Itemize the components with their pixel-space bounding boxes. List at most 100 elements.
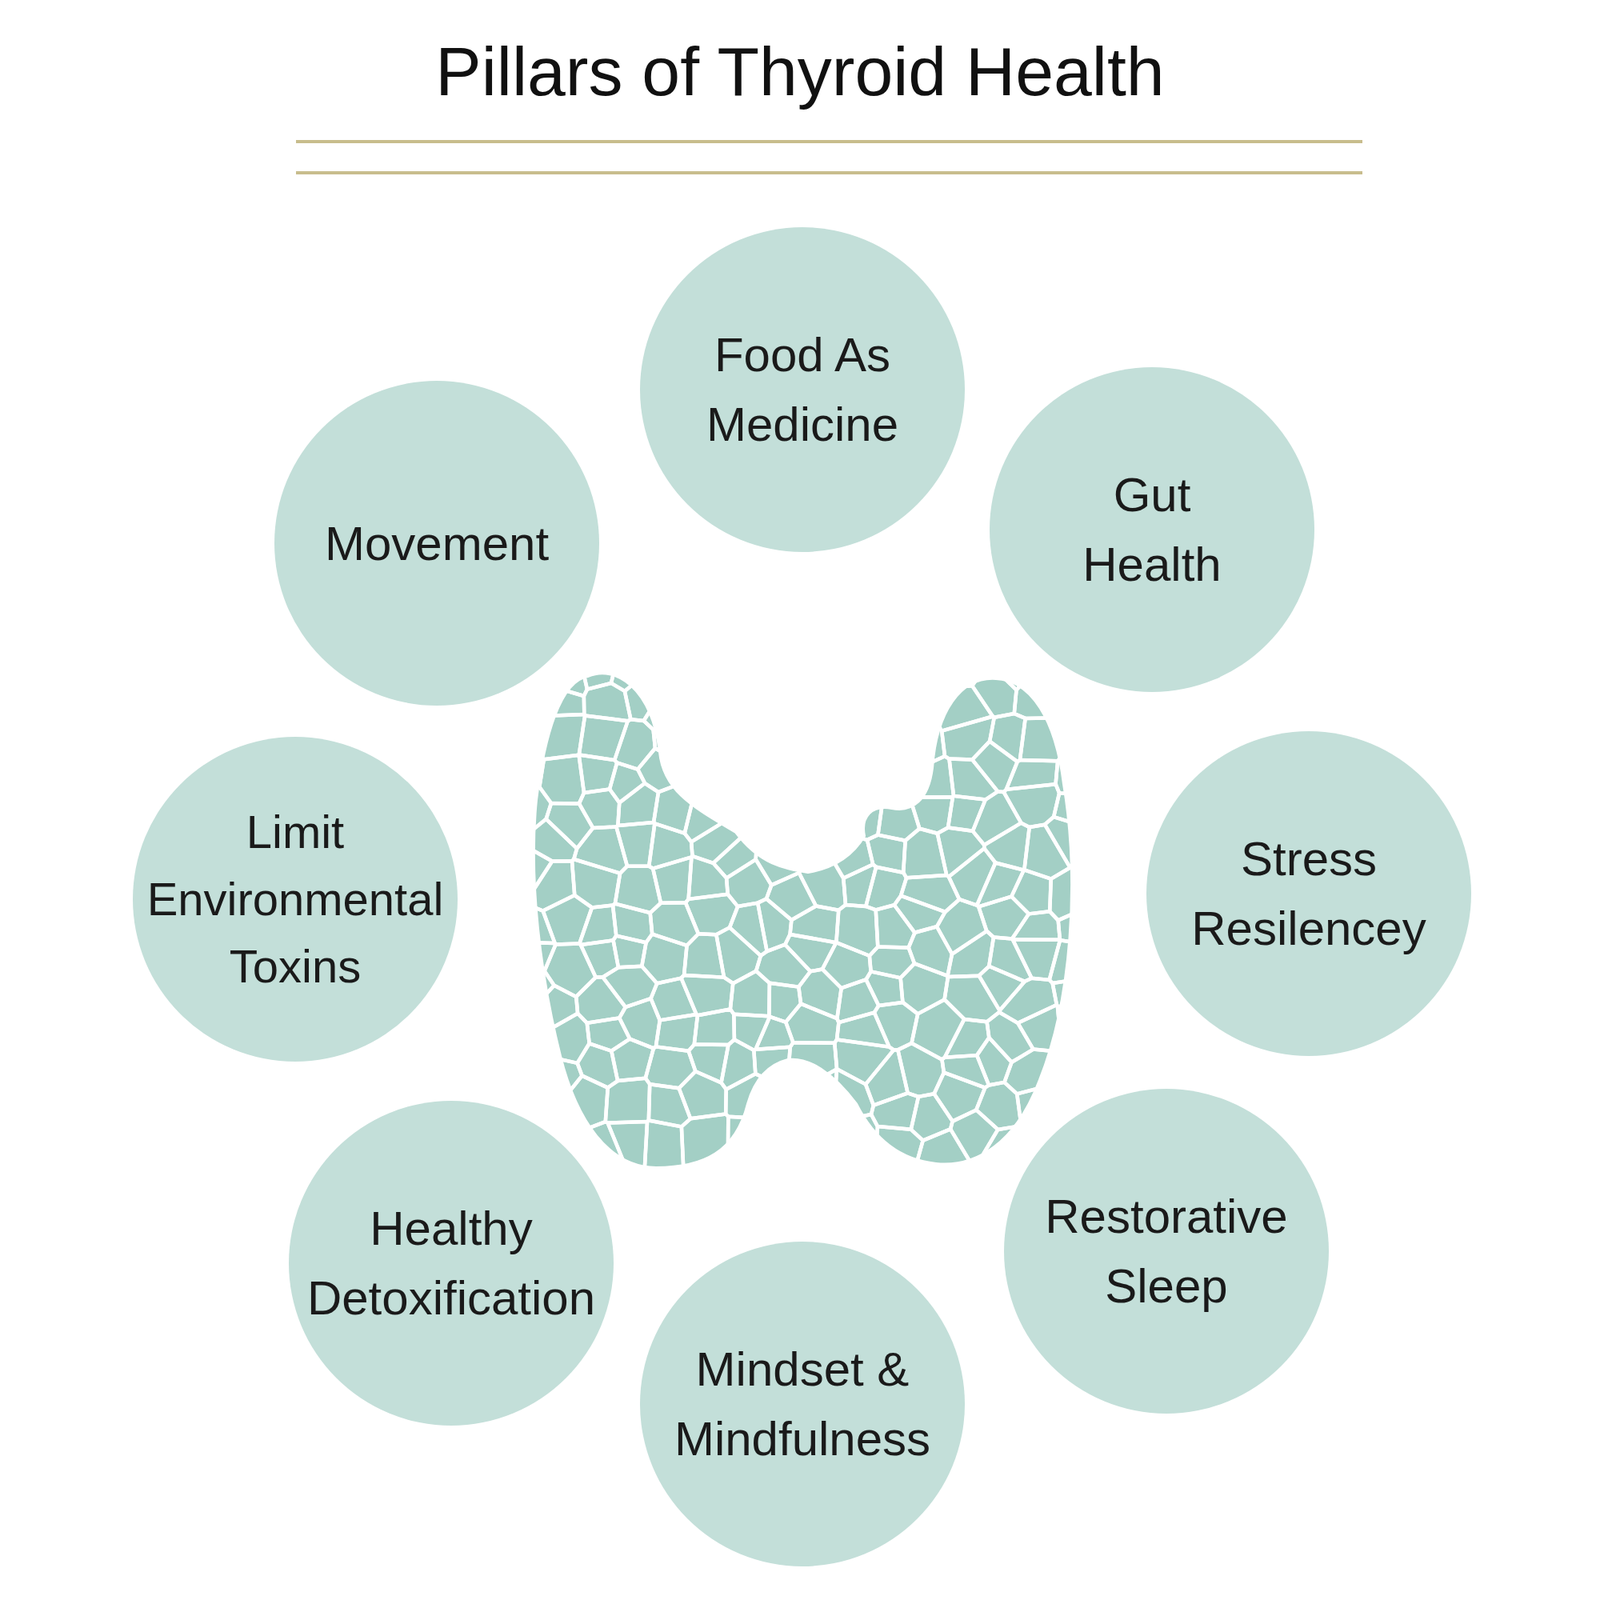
thyroid-lobule xyxy=(681,1113,728,1184)
thyroid-lobule xyxy=(1016,1083,1060,1126)
thyroid-lobule xyxy=(721,681,772,726)
pillar-circle: Food As Medicine xyxy=(640,227,965,552)
thyroid-lobule xyxy=(1014,675,1059,718)
pillar-circle: Restorative Sleep xyxy=(1004,1088,1329,1414)
thyroid-lobule xyxy=(1017,1004,1062,1052)
label-group: Movement xyxy=(324,508,549,579)
thyroid-lobule xyxy=(725,1073,786,1119)
divider-line xyxy=(296,171,1363,175)
pillar-label: Limit Environmental Toxins xyxy=(147,798,444,1000)
thyroid-lobule xyxy=(908,656,948,684)
thyroid-lobule xyxy=(512,1017,552,1067)
thyroid-lobule xyxy=(792,656,839,688)
thyroid-lobule xyxy=(792,719,836,762)
circle-fill xyxy=(274,380,600,706)
thyroid-lobule xyxy=(878,668,915,720)
thyroid-lobule xyxy=(614,719,656,769)
title-row: Pillars of Thyroid Health xyxy=(0,30,1600,113)
thyroid-lobule xyxy=(1053,792,1088,828)
thyroid-lobule xyxy=(1011,869,1051,914)
thyroid-lobule xyxy=(512,712,540,756)
pillar-circle: Gut Health xyxy=(989,367,1315,692)
thyroid-lobule xyxy=(796,1068,837,1121)
thyroid-lobule xyxy=(1057,1006,1088,1048)
thyroid-lobule xyxy=(680,756,725,802)
thyroid-lobule xyxy=(756,833,804,886)
label-group: Healthy Detoxification xyxy=(307,1193,596,1333)
thyroid-lobule xyxy=(866,971,904,1006)
thyroid-lobule xyxy=(608,1121,648,1184)
thyroid-lobule xyxy=(865,656,909,683)
thyroid-lobule xyxy=(753,1047,790,1088)
thyroid-lobules xyxy=(512,656,1088,1184)
circle-fill xyxy=(640,1241,965,1567)
thyroid-lobule xyxy=(912,999,965,1060)
thyroid-lobule xyxy=(728,1116,772,1184)
pillar-label: Mindset & Mindfulness xyxy=(670,1334,935,1474)
thyroid-lobule xyxy=(679,1071,727,1119)
thyroid-lobule xyxy=(763,710,814,760)
thyroid-lobule xyxy=(836,904,878,956)
label-group: Limit Environmental Toxins xyxy=(147,798,444,1000)
title-text: Pillars of Thyroid Health xyxy=(435,30,1164,113)
thyroid-lobule xyxy=(650,656,700,696)
thyroid-lobule xyxy=(1012,911,1060,940)
thyroid-lobule xyxy=(972,741,1017,792)
thyroid-lobule xyxy=(688,856,728,900)
thyroid-lobule xyxy=(644,1120,685,1184)
circle-fill xyxy=(989,367,1315,692)
thyroid-lobule xyxy=(867,835,906,873)
thyroid-lobule xyxy=(512,787,552,832)
circle-outline xyxy=(1004,1088,1329,1414)
pillar-label: Movement xyxy=(324,508,549,579)
thyroid-lobule xyxy=(947,656,990,688)
thyroid-lobule xyxy=(719,795,759,836)
thyroid-lobule xyxy=(1049,867,1088,920)
thyroid-lobule xyxy=(822,712,876,760)
circle-fill xyxy=(1004,1088,1329,1414)
thyroid-lobule xyxy=(787,1042,837,1092)
thyroid-lobule xyxy=(788,789,840,829)
thyroid-lobule xyxy=(784,934,836,972)
thyroid-lobule xyxy=(837,786,884,840)
thyroid-lobule xyxy=(653,725,690,767)
pillar-label: Restorative Sleep xyxy=(1044,1181,1288,1321)
thyroid-lobule xyxy=(757,794,795,836)
thyroid-lobule xyxy=(949,759,999,800)
thyroid-lobule xyxy=(974,1126,1028,1184)
thyroid-lobule xyxy=(637,748,687,792)
thyroid-lobule xyxy=(719,722,768,763)
thyroid-lobule xyxy=(512,849,552,904)
divider-line xyxy=(296,140,1363,144)
thyroid-lobule xyxy=(804,668,844,720)
thyroid-lobule xyxy=(524,860,575,911)
label-group: Stress Resilencey xyxy=(1191,824,1426,964)
thyroid-lobule xyxy=(694,1008,735,1044)
pillar-label: Food As Medicine xyxy=(706,320,899,460)
thyroid-lobule xyxy=(583,1121,633,1184)
thyroid-lobule xyxy=(752,1133,812,1184)
circle-fill xyxy=(640,227,965,552)
circle-outline xyxy=(288,1100,614,1426)
thyroid-lobule xyxy=(605,1078,650,1124)
thyroid-lobule xyxy=(1004,1049,1058,1095)
thyroid-lobule xyxy=(756,754,799,796)
thyroid-lobule xyxy=(579,789,620,828)
thyroid-lobule xyxy=(799,857,846,911)
thyroid-lobule xyxy=(534,1057,582,1098)
thyroid-lobule xyxy=(644,689,696,730)
thyroid-lobule xyxy=(543,895,592,944)
thyroid-lobule xyxy=(873,1126,924,1184)
thyroid-lobule xyxy=(934,1072,986,1122)
thyroid-lobule xyxy=(941,716,995,760)
thyroid-lobule xyxy=(874,716,912,763)
thyroid-lobule xyxy=(976,1082,1020,1130)
thyroid-lobule xyxy=(512,819,532,860)
thyroid-lobule xyxy=(803,1119,845,1184)
thyroid-lobule xyxy=(767,656,802,676)
pillar-circle: Stress Resilencey xyxy=(1146,731,1472,1056)
thyroid-lobule xyxy=(840,1114,878,1184)
label-group: Mindset & Mindfulness xyxy=(670,1334,935,1474)
circle-outline xyxy=(640,1241,965,1567)
